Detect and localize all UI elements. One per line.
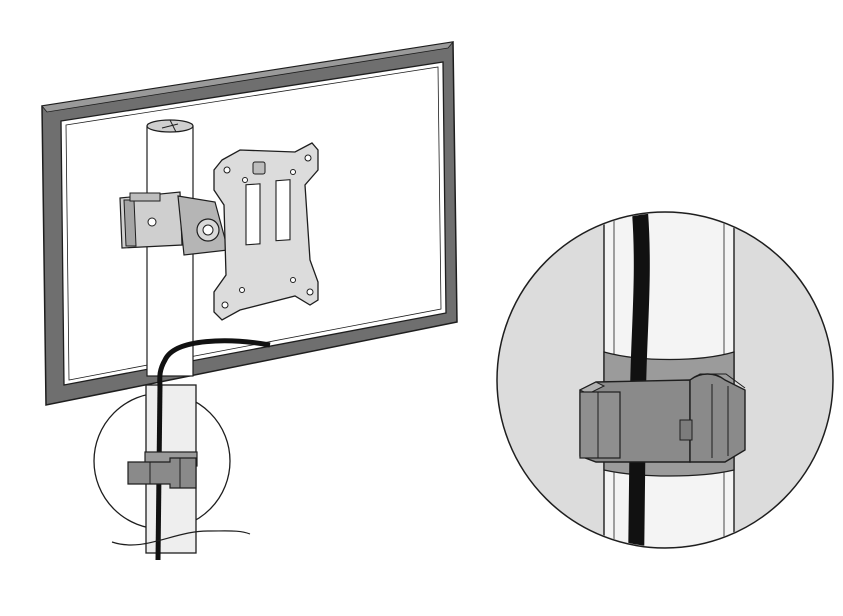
desk-line bbox=[111, 530, 251, 546]
small-detail-circle bbox=[93, 384, 251, 561]
small-clip-icon bbox=[127, 457, 197, 489]
zoom-detail-circle bbox=[496, 211, 834, 549]
clamp-arm-icon bbox=[119, 191, 229, 256]
cable-loop-icon bbox=[157, 338, 271, 389]
vesa-plate-icon bbox=[213, 142, 319, 321]
monitor bbox=[41, 41, 458, 406]
zoom-cable-clip-icon bbox=[578, 373, 746, 463]
